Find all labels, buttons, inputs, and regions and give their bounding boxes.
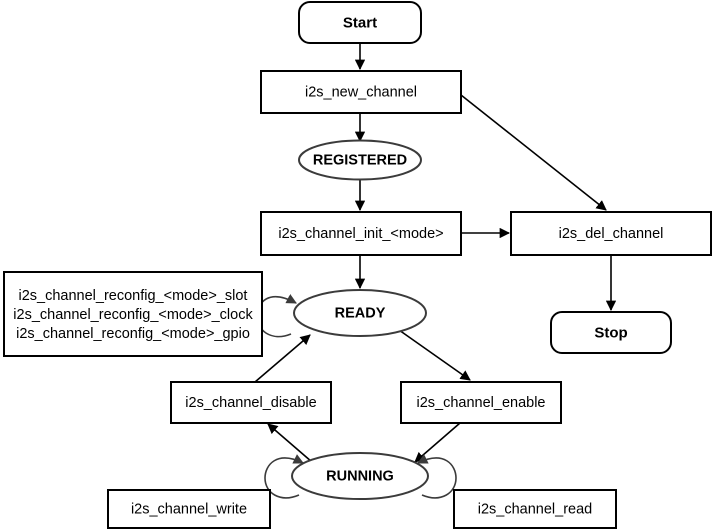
edge-running-to-channel-disable bbox=[267, 423, 313, 463]
node-channel-init-label: i2s_channel_init_<mode> bbox=[278, 226, 443, 242]
node-reconfig[interactable]: i2s_channel_reconfig_<mode>_slot i2s_cha… bbox=[3, 271, 263, 357]
node-start-label: Start bbox=[343, 14, 377, 31]
node-new-channel[interactable]: i2s_new_channel bbox=[260, 70, 462, 114]
edge-new-channel-to-del-channel bbox=[460, 94, 607, 211]
edge-running-self-loop-read bbox=[417, 454, 457, 499]
node-running-label: RUNNING bbox=[326, 468, 394, 484]
node-channel-enable[interactable]: i2s_channel_enable bbox=[400, 381, 562, 424]
node-channel-enable-label: i2s_channel_enable bbox=[417, 395, 546, 411]
node-running[interactable]: RUNNING bbox=[291, 452, 429, 500]
node-stop[interactable]: Stop bbox=[550, 311, 672, 354]
node-channel-read[interactable]: i2s_channel_read bbox=[453, 489, 617, 529]
node-channel-disable-label: i2s_channel_disable bbox=[185, 395, 316, 411]
node-registered[interactable]: REGISTERED bbox=[298, 139, 422, 181]
node-stop-label: Stop bbox=[594, 324, 627, 341]
node-channel-write-label: i2s_channel_write bbox=[131, 501, 247, 517]
node-del-channel-label: i2s_del_channel bbox=[559, 226, 664, 242]
node-channel-disable[interactable]: i2s_channel_disable bbox=[170, 381, 332, 424]
node-channel-write[interactable]: i2s_channel_write bbox=[107, 489, 271, 529]
node-reconfig-line-gpio: i2s_channel_reconfig_<mode>_gpio bbox=[16, 326, 250, 342]
node-registered-label: REGISTERED bbox=[313, 152, 407, 168]
node-channel-read-label: i2s_channel_read bbox=[478, 501, 592, 517]
edge-ready-to-channel-enable bbox=[398, 329, 471, 381]
node-ready-label: READY bbox=[335, 305, 386, 321]
edge-running-self-loop-write bbox=[264, 454, 304, 499]
edge-channel-disable-to-ready bbox=[254, 334, 311, 383]
node-new-channel-label: i2s_new_channel bbox=[305, 84, 417, 100]
node-ready[interactable]: READY bbox=[293, 289, 427, 337]
node-del-channel[interactable]: i2s_del_channel bbox=[510, 211, 712, 256]
node-reconfig-line-slot: i2s_channel_reconfig_<mode>_slot bbox=[19, 288, 248, 304]
node-channel-init[interactable]: i2s_channel_init_<mode> bbox=[260, 211, 462, 256]
node-reconfig-line-clock: i2s_channel_reconfig_<mode>_clock bbox=[13, 307, 253, 323]
node-start[interactable]: Start bbox=[298, 1, 422, 44]
edge-channel-enable-to-running bbox=[414, 422, 461, 463]
